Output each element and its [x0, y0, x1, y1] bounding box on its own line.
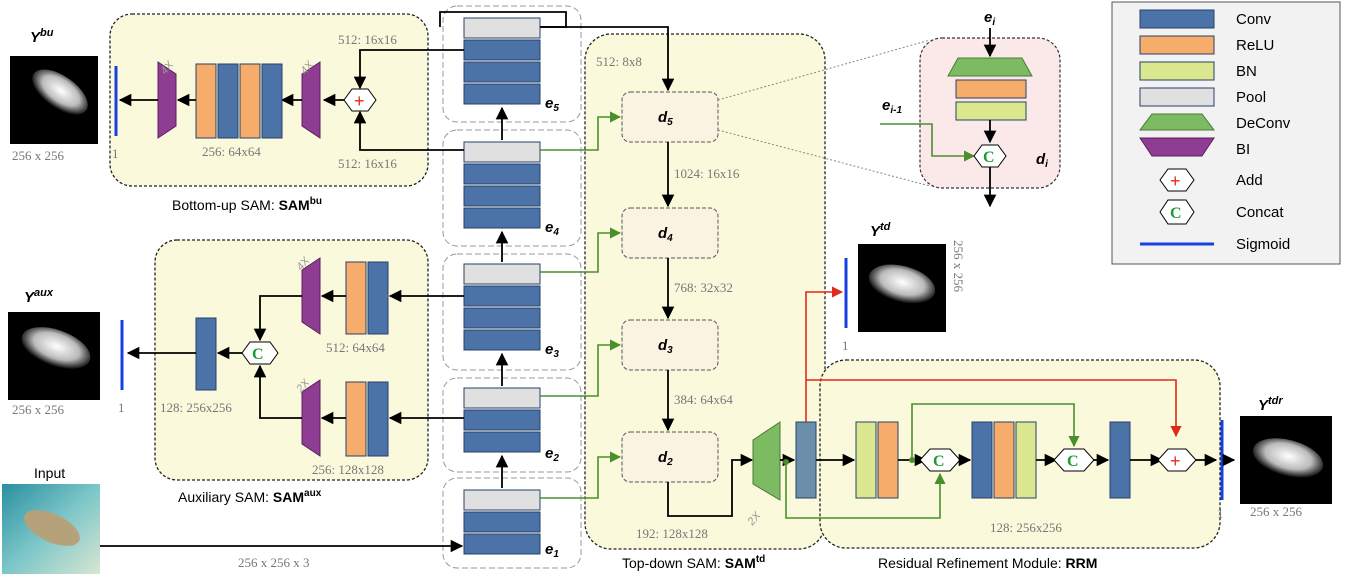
dim-aux-bot: 256: 128x128: [312, 462, 384, 477]
dim-rrm: 128: 256x256: [990, 520, 1062, 535]
dim-aux-top: 512: 64x64: [326, 340, 385, 355]
rrm-module-label: Residual Refinement Module: RRM: [878, 555, 1097, 571]
encoder-e4: [463, 141, 541, 229]
decoder-label-d5: d5: [658, 109, 673, 128]
detail-eim1: ei-1: [882, 97, 902, 116]
detail-concat-symbol: C: [983, 149, 995, 166]
svg-text:C: C: [1170, 205, 1182, 222]
dim-d4-in: 1024: 16x16: [674, 166, 740, 181]
bu-add-symbol: +: [354, 91, 365, 111]
decoder-d4: [621, 207, 719, 259]
encoder-e5: [463, 17, 541, 105]
encoder-label-e4: e4: [545, 219, 559, 238]
aux-concat-symbol: C: [252, 346, 264, 363]
dim-aux-mid: 128: 256x256: [160, 400, 232, 415]
rrm-concat-2-symbol: C: [1067, 453, 1079, 470]
dim-bu-mid: 256: 64x64: [202, 144, 261, 159]
dim-bu-bot: 512: 16x16: [338, 156, 397, 171]
one-a: 1: [112, 146, 119, 161]
one-b: 1: [118, 400, 125, 415]
dim-d3-in: 768: 32x32: [674, 280, 733, 295]
legend-sigmoid: Sigmoid: [1236, 236, 1290, 253]
rrm-conv-final: [1109, 421, 1131, 499]
legend-concat: Concat: [1236, 204, 1284, 221]
rrm-add: [1157, 448, 1197, 472]
rrm-concat-1: [919, 448, 961, 472]
legend-bn: BN: [1236, 63, 1257, 80]
legend-relu: ReLU: [1236, 37, 1274, 54]
svg-text:+: +: [1170, 171, 1181, 191]
ybu-size: 256 x 256: [12, 148, 65, 163]
bu-module-label: Bottom-up SAM: SAMbu: [172, 196, 322, 213]
dim-bu-top: 512: 16x16: [338, 32, 397, 47]
input-label: Input: [34, 465, 65, 481]
yaux-size: 256 x 256: [12, 402, 65, 417]
detail-ei: ei: [984, 9, 995, 28]
rrm-block-2: [971, 421, 1037, 499]
top-down-conv: [795, 421, 817, 499]
detail-bn: [955, 101, 1027, 121]
aux-bi-top: [301, 257, 321, 335]
one-d: 1: [1217, 506, 1224, 521]
detail-relu: [955, 79, 1027, 99]
encoder-label-e3: e3: [545, 341, 559, 360]
aux-conv-final: [195, 317, 217, 391]
ytdr-size: 256 x 256: [1250, 504, 1303, 519]
ybu-label: Ybu: [30, 27, 54, 46]
encoder-label-e5: e5: [545, 95, 559, 114]
legend-conv: Conv: [1236, 11, 1272, 28]
decoder-d2: [621, 431, 719, 483]
bu-conv-block: [195, 63, 283, 139]
bu-bi-right: [301, 61, 321, 139]
detail-di: di: [1036, 151, 1048, 170]
decoder-label-d4: d4: [658, 225, 673, 244]
bu-bi-left: [157, 61, 177, 139]
encoder-e2: [463, 387, 541, 453]
legend-add: Add: [1236, 172, 1263, 189]
td-module-label: Top-down SAM: SAMtd: [622, 554, 765, 571]
decoder-label-d2: d2: [658, 449, 673, 468]
ytd-label: Ytd: [870, 221, 891, 240]
dim-d2-in: 384: 64x64: [674, 392, 733, 407]
rrm-add-symbol: +: [1170, 451, 1181, 471]
dim-d5-in: 512: 8x8: [596, 54, 642, 69]
ytdr-label: Ytdr: [1258, 395, 1283, 414]
encoder-label-e1: e1: [545, 541, 559, 560]
aux-conv-top: [345, 261, 389, 335]
legend-bi: BI: [1236, 141, 1250, 158]
rrm-concat-1-symbol: C: [933, 453, 945, 470]
aux-conv-bot: [345, 381, 389, 457]
encoder-label-e2: e2: [545, 445, 559, 464]
detail-deconv: [947, 57, 1033, 77]
decoder-label-d3: d3: [658, 337, 673, 356]
dim-d2-out: 192: 128x128: [636, 526, 708, 541]
rrm-block-1: [855, 421, 899, 499]
encoder-e3: [463, 263, 541, 351]
legend-pool: Pool: [1236, 89, 1266, 106]
rrm-concat-2: [1053, 448, 1095, 472]
yaux-label: Yaux: [24, 287, 54, 306]
decoder-d5: [621, 91, 719, 143]
one-c: 1: [842, 338, 849, 353]
decoder-d3: [621, 319, 719, 371]
aux-module-label: Auxiliary SAM: SAMaux: [178, 488, 322, 505]
detail-concat: [973, 144, 1007, 168]
dim-input: 256 x 256 x 3: [238, 555, 310, 570]
legend-deconv: DeConv: [1236, 115, 1291, 132]
top-down-deconv: [752, 421, 781, 501]
encoder-e1: [463, 489, 541, 555]
aux-bi-bot: [301, 379, 321, 457]
ytd-size: 256 x 256: [951, 240, 966, 293]
